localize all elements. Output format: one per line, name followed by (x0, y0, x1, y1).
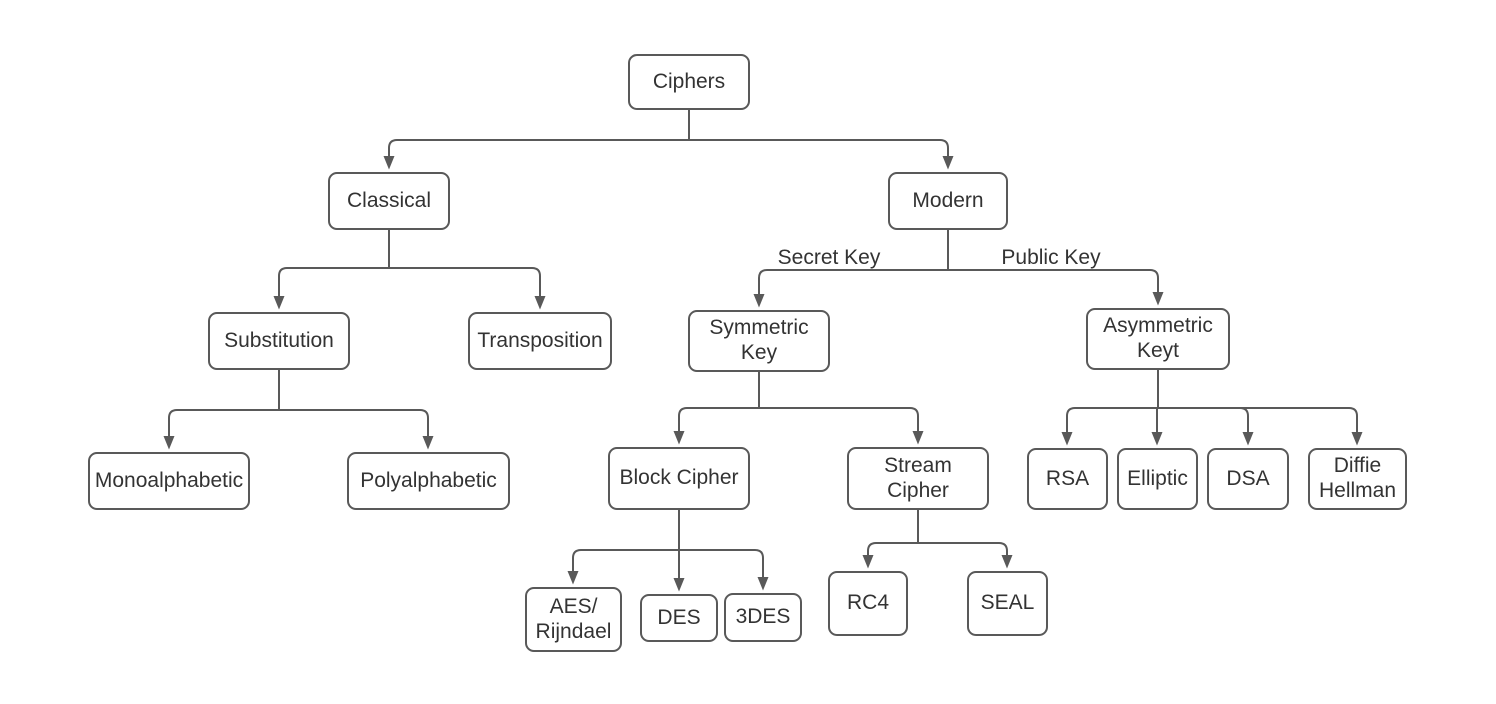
node-monoalphabetic[interactable]: Monoalphabetic (88, 452, 250, 510)
edge-label-public-key: Public Key (1001, 246, 1101, 269)
node-label: AES/ Rijndael (535, 594, 612, 643)
node-label: Substitution (224, 328, 334, 352)
node-label: Modern (912, 188, 984, 212)
node-label: DSA (1226, 466, 1270, 490)
node-diffie-hellman[interactable]: Diffie Hellman (1308, 448, 1407, 510)
node-label: Polyalphabetic (360, 468, 497, 492)
node-seal[interactable]: SEAL (967, 571, 1048, 636)
node-stream-cipher[interactable]: Stream Cipher (847, 447, 989, 510)
node-rsa[interactable]: RSA (1027, 448, 1108, 510)
node-label: Diffie Hellman (1318, 454, 1397, 502)
node-asymmetric-key[interactable]: Asymmetric Keyt (1086, 308, 1230, 370)
node-label: Transposition (477, 328, 603, 352)
node-symmetric-key[interactable]: Symmetric Key (688, 310, 830, 372)
node-des[interactable]: DES (640, 594, 718, 642)
node-label: RSA (1045, 466, 1090, 490)
node-label: SEAL (980, 591, 1035, 615)
node-aes-rijndael[interactable]: AES/ Rijndael (525, 587, 622, 652)
node-label: Symmetric Key (709, 316, 809, 364)
node-label: DES (657, 605, 701, 629)
node-classical[interactable]: Classical (328, 172, 450, 230)
node-label: RC4 (846, 591, 889, 615)
node-dsa[interactable]: DSA (1207, 448, 1289, 510)
node-label: Asymmetric Keyt (1103, 314, 1213, 362)
node-transposition[interactable]: Transposition (468, 312, 612, 370)
node-label: Monoalphabetic (94, 468, 244, 492)
edge-label-secret-key: Secret Key (777, 246, 881, 269)
node-substitution[interactable]: Substitution (208, 312, 350, 370)
node-modern[interactable]: Modern (888, 172, 1008, 230)
node-elliptic[interactable]: Elliptic (1117, 448, 1198, 510)
node-label: Ciphers (652, 69, 726, 93)
node-label: Block Cipher (619, 466, 739, 490)
node-label: 3DES (735, 605, 791, 629)
node-polyalphabetic[interactable]: Polyalphabetic (347, 452, 510, 510)
node-label: Elliptic (1127, 466, 1188, 490)
node-label: Classical (346, 188, 432, 212)
node-label: Stream Cipher (884, 453, 952, 502)
node-3des[interactable]: 3DES (724, 593, 802, 642)
node-block-cipher[interactable]: Block Cipher (608, 447, 750, 510)
node-rc4[interactable]: RC4 (828, 571, 908, 636)
node-ciphers[interactable]: Ciphers (628, 54, 750, 110)
